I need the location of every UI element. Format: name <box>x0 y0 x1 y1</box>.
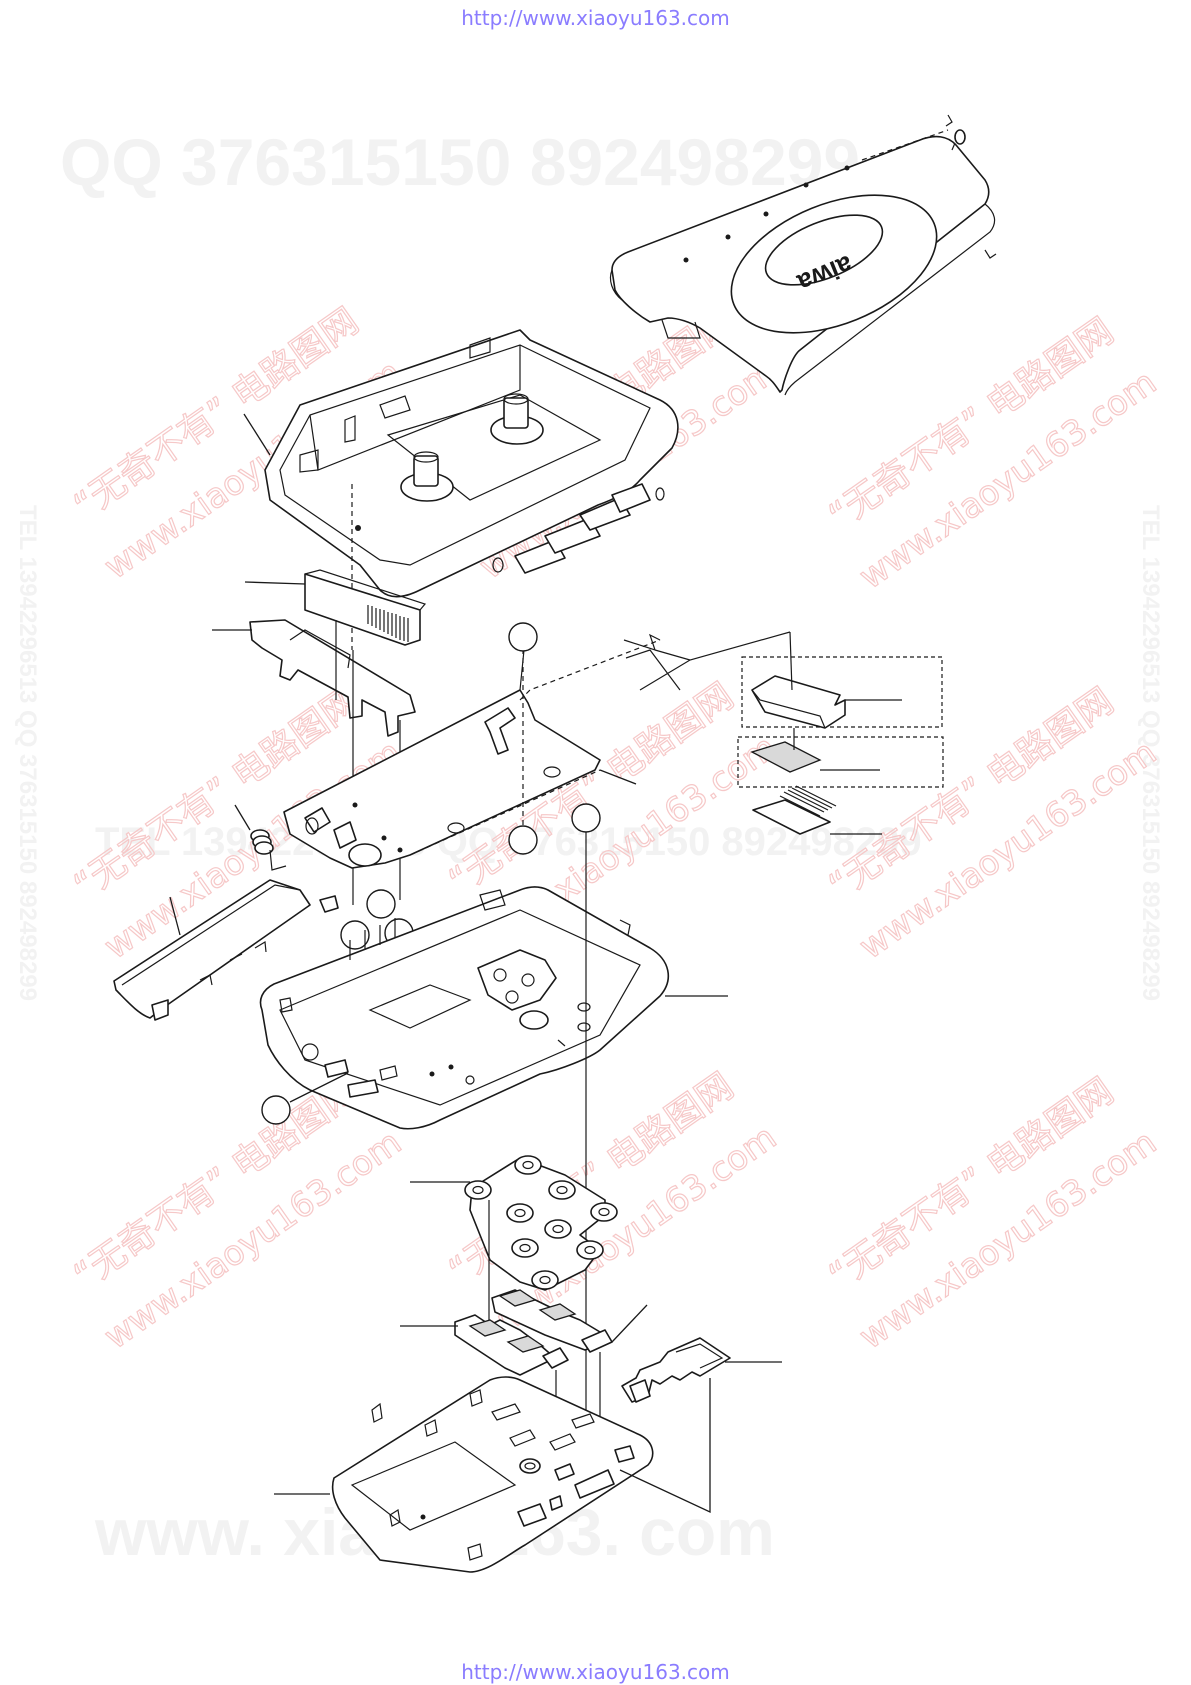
leader-lid <box>243 413 271 456</box>
callout-circle <box>261 1095 291 1125</box>
main-chassis <box>259 886 669 1130</box>
bottom-cover <box>331 1376 711 1573</box>
spring-icon <box>250 829 287 871</box>
callout-circle <box>508 825 538 855</box>
top-cover: aiwa <box>609 114 997 396</box>
callout-circle <box>366 889 396 919</box>
leader-callout <box>289 1072 349 1103</box>
main-pcb <box>283 631 791 869</box>
watermark-qq: QQ 376315150 892498299 <box>60 125 860 199</box>
key-sheet <box>464 1155 618 1291</box>
callout-circle <box>571 803 601 833</box>
right-parts-group <box>737 631 944 835</box>
head-bar <box>304 569 427 646</box>
switch-bracket <box>621 1337 731 1403</box>
side-cover <box>113 879 339 1021</box>
watermark-tel-vertical-left: TEL 13942296513 QQ 376315150 892498299 <box>14 505 41 1001</box>
watermark-tel-vertical-right: TEL 13942296513 QQ 376315150 892498299 <box>1137 505 1164 1001</box>
leader-pcb <box>599 769 637 785</box>
cassette-lid <box>264 329 679 650</box>
leader-head-bar <box>244 581 306 585</box>
leader-side-cover <box>169 896 181 936</box>
button-assembly <box>454 1289 613 1376</box>
callout-circle <box>340 920 370 950</box>
leader-button-small <box>611 1304 648 1343</box>
screw-icon <box>954 129 966 145</box>
slide-bracket <box>249 619 416 737</box>
leader-spring <box>234 804 251 831</box>
callout-circle <box>508 622 538 652</box>
footer-url[interactable]: http://www.xiaoyu163.com <box>461 1660 730 1684</box>
watermark-tel: TEL 13942296513 QQ 376315150 892498299 <box>95 820 922 864</box>
header-url[interactable]: http://www.xiaoyu163.com <box>461 6 730 30</box>
